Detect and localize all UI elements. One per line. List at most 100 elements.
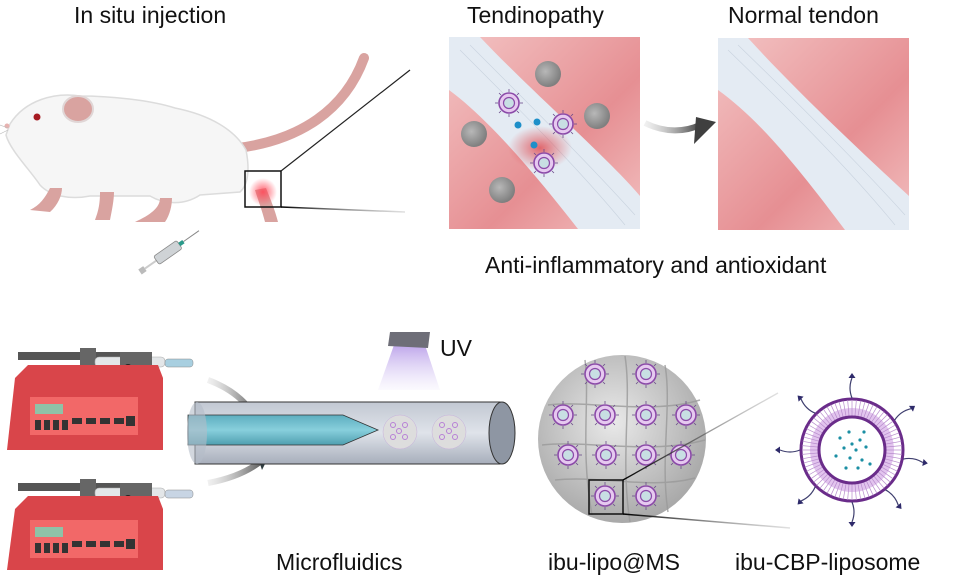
embedded-liposome: [631, 440, 661, 470]
microsphere: [584, 103, 610, 129]
lipid-tail: [866, 480, 874, 496]
drug-molecule: [844, 466, 848, 470]
peptide-head-icon: [922, 459, 928, 466]
drug-molecule: [854, 448, 858, 452]
syringe-pump-1: [7, 348, 194, 450]
microsphere: [535, 61, 561, 87]
peptide-head-icon: [895, 502, 902, 509]
label-normal-tendon: Normal tendon: [728, 2, 879, 28]
peptide-head-icon: [797, 395, 804, 402]
lipid-tail: [842, 400, 847, 417]
lipid-tail: [804, 432, 821, 439]
peptide-head-icon: [848, 373, 856, 378]
rat-illustration: [0, 53, 411, 222]
lipid-tail: [808, 466, 823, 476]
microsphere-large: [538, 355, 791, 529]
lipid-tail: [863, 481, 870, 498]
tendinopathy-panel: [449, 37, 640, 229]
lipid-tail: [866, 404, 874, 420]
drug-molecule: [856, 466, 860, 470]
label-in-situ-injection: In situ injection: [74, 2, 227, 28]
lipid-tail: [826, 406, 836, 421]
syringe-pump-2: [7, 479, 194, 570]
lipid-tail: [823, 477, 833, 492]
lipid-tail: [806, 428, 822, 436]
lipid-tail: [802, 440, 819, 445]
lipid-tail: [885, 440, 902, 445]
zoom-line-bottom: [622, 513, 791, 529]
ros-particle: [514, 121, 522, 129]
lipid-tail: [868, 479, 878, 494]
liposome: [548, 109, 578, 139]
microsphere: [489, 177, 515, 203]
rat-front-paw: [30, 188, 62, 212]
lipid-tail: [877, 471, 891, 483]
injury-zoom-box: [244, 170, 282, 208]
embedded-liposome: [590, 400, 620, 430]
drug-molecule: [868, 462, 872, 466]
lipid-tail: [873, 411, 885, 425]
lipid-tail: [879, 421, 894, 431]
peptide-chain: [849, 377, 853, 399]
lipid-tail: [868, 406, 878, 421]
embedded-liposome: [580, 359, 610, 389]
lipid-tail: [819, 411, 831, 425]
lipid-tail: [885, 455, 902, 460]
peptide-chain: [903, 457, 924, 464]
embedded-liposome: [631, 481, 661, 511]
peptide-chain: [885, 489, 899, 506]
rat-ear: [62, 95, 94, 123]
rat-front-leg: [95, 192, 114, 220]
uv-beam: [378, 345, 440, 390]
capillary-tube: [187, 401, 516, 465]
ros-particle: [530, 141, 538, 149]
injury-glow: [249, 178, 277, 206]
lipid-tail: [882, 464, 898, 472]
droplet: [431, 414, 467, 450]
inflammation-hotspot: [508, 126, 572, 170]
lipid-tail: [847, 483, 850, 500]
drug-molecule: [842, 446, 846, 450]
uv-lamp-icon: [388, 332, 430, 348]
rat-body: [5, 94, 249, 204]
peptide-chain: [894, 408, 912, 421]
lipid-tail: [838, 401, 844, 418]
lipid-tail: [883, 432, 900, 439]
droplet: [382, 414, 418, 450]
microsphere: [461, 121, 487, 147]
rat-eye: [33, 113, 41, 121]
lipid-tail: [854, 400, 857, 417]
zoom-line-bottom: [280, 206, 406, 213]
lipid-tail: [810, 469, 825, 479]
lipid-tail: [803, 458, 820, 464]
liposome-detail: [775, 373, 928, 527]
lipid-tail: [838, 482, 844, 499]
lipid-tail: [885, 452, 902, 455]
drug-molecule: [847, 430, 851, 434]
liposome: [529, 148, 559, 178]
lipid-tail: [883, 461, 900, 468]
drug-molecule: [860, 458, 864, 462]
rat-whiskers: [0, 124, 9, 135]
lipid-tail: [879, 469, 894, 479]
lipid-tail: [873, 475, 885, 489]
drug-molecule: [834, 454, 838, 458]
drug-molecule: [864, 445, 868, 449]
lipid-tail: [884, 458, 901, 464]
pump-display: [35, 527, 63, 537]
lipid-tail: [847, 400, 850, 417]
liposome: [494, 88, 524, 118]
drug-molecule: [848, 456, 852, 460]
label-uv: UV: [440, 335, 472, 361]
lipid-tail: [884, 436, 901, 442]
label-microfluidics: Microfluidics: [276, 549, 403, 575]
lipid-tail: [816, 473, 829, 486]
lipid-tail: [875, 473, 888, 486]
label-ibu-lipo-ms: ibu-lipo@MS: [548, 549, 681, 575]
lipid-tail: [854, 483, 857, 500]
syringe-icon: [138, 230, 200, 275]
drug-molecule: [862, 430, 866, 434]
lipid-tail: [871, 408, 881, 423]
embedded-liposome: [553, 440, 583, 470]
healing-arrow-icon: [643, 117, 716, 144]
